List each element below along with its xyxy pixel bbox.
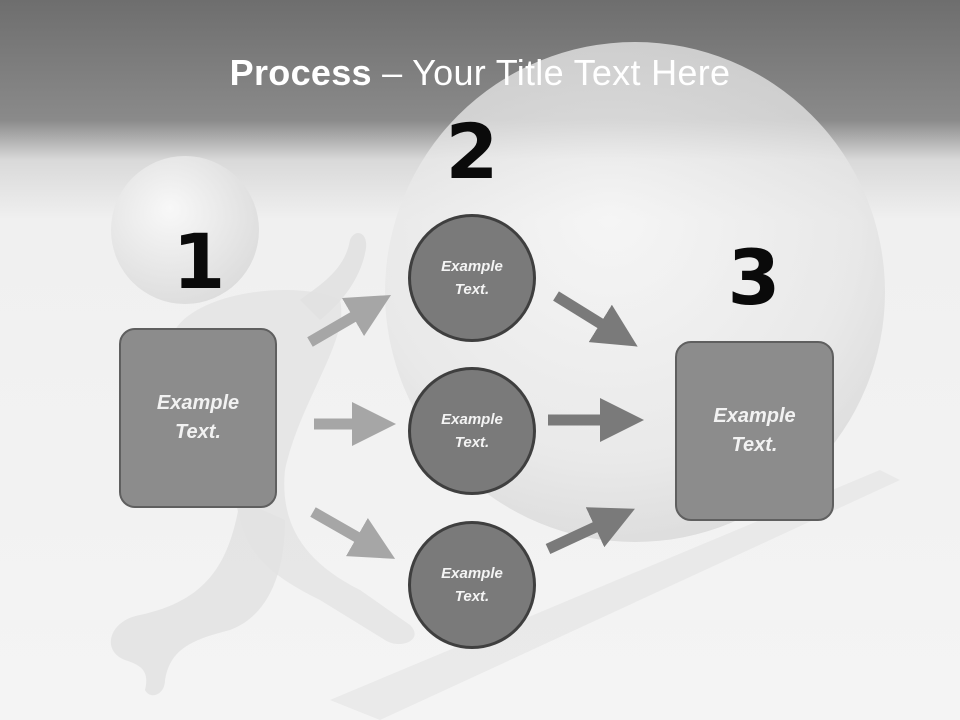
title-bold: Process bbox=[229, 52, 372, 93]
arrow-top-to-3 bbox=[553, 291, 638, 347]
slide-title: Process – Your Title Text Here bbox=[0, 52, 960, 94]
step-number-1: 1 bbox=[172, 217, 226, 306]
step-2-circle-middle: Example Text. bbox=[408, 367, 536, 495]
step-2-circle-top: Example Text. bbox=[408, 214, 536, 342]
step-1-box: Example Text. bbox=[119, 328, 277, 508]
step-2-circle-bottom: Example Text. bbox=[408, 521, 536, 649]
title-rest: – Your Title Text Here bbox=[371, 52, 731, 93]
step-number-2: 2 bbox=[445, 107, 499, 196]
arrow-bottom-to-3 bbox=[545, 507, 635, 554]
step-number-3: 3 bbox=[727, 233, 781, 322]
arrow-1-to-bottom bbox=[310, 507, 396, 559]
step-3-box: Example Text. bbox=[675, 341, 834, 521]
arrow-1-to-top bbox=[307, 294, 392, 347]
